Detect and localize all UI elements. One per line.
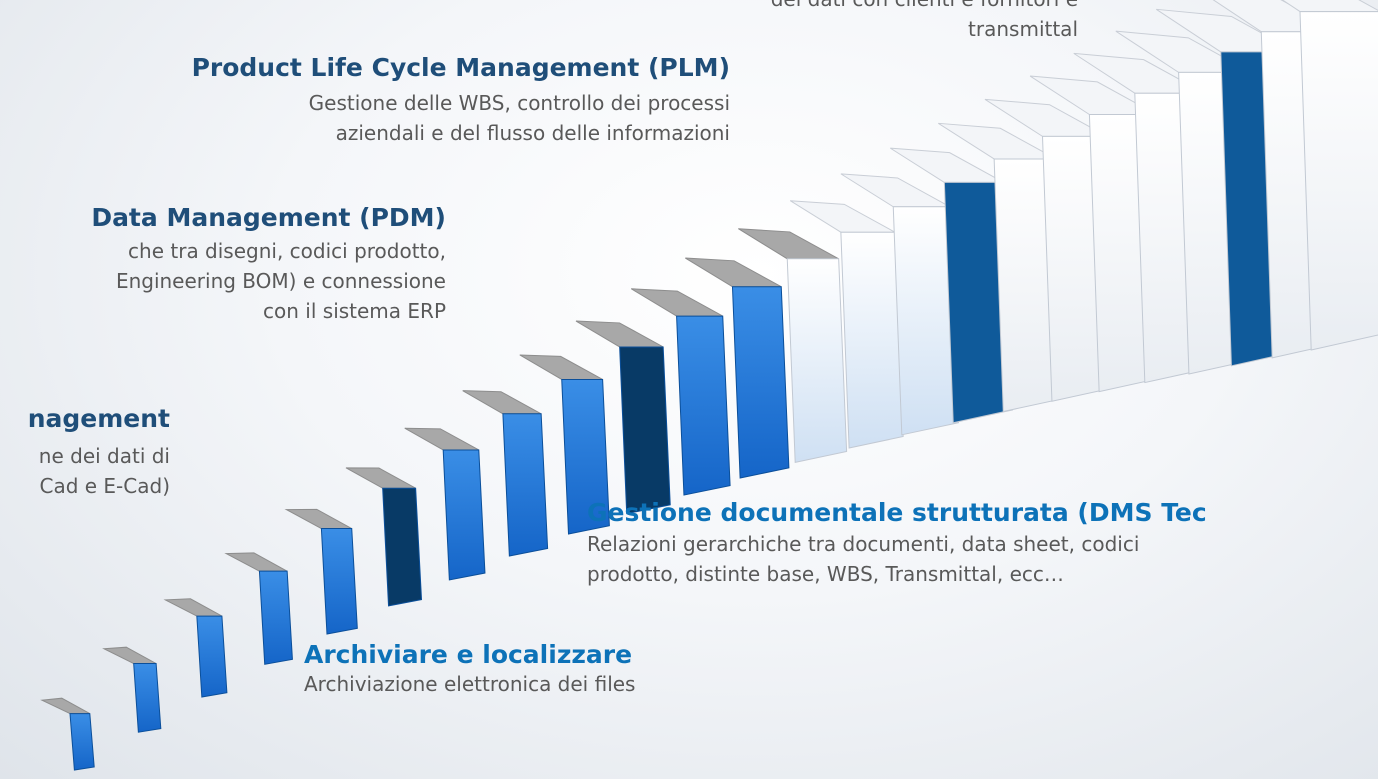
archive-title: Archiviare e localizzare [304, 640, 633, 669]
chevron-front-face [133, 663, 162, 733]
plm-desc-line-2: aziendali e del flusso delle informazion… [335, 121, 730, 145]
chevron-front-face [196, 615, 228, 698]
chevron-front-face [786, 258, 848, 463]
pdm-desc: che tra disegni, codici prodotto, Engine… [91, 236, 446, 326]
plm-desc: Gestione delle WBS, controllo dei proces… [192, 88, 730, 148]
chevron-top-face [840, 173, 951, 208]
chevron-top-face [345, 467, 416, 489]
archive-stage: Archiviare e localizzare Archiviazione e… [304, 640, 635, 699]
chevron-front-face [1299, 11, 1378, 351]
pdm-desc-line-2: Engineering BOM) e connessione [115, 269, 446, 293]
archive-desc-line-1: Archiviazione elettronica dei files [304, 672, 636, 696]
chevron-front-face [442, 449, 486, 581]
pdm-title: Data Management (PDM) [91, 203, 446, 232]
chevron-front-face [258, 570, 293, 665]
chevron-top-face [630, 288, 723, 317]
chevron-top-face [738, 228, 839, 260]
chevron-top-face [404, 427, 480, 451]
dms-desc-line-1: Relazioni gerarchiche tra documenti, dat… [587, 532, 1140, 556]
archive-desc: Archiviazione elettronica dei files [304, 669, 635, 699]
chevron-front-face [731, 286, 790, 479]
dms-desc: Relazioni gerarchiche tra documenti, dat… [587, 529, 1207, 589]
chevron-top-face [224, 552, 288, 572]
top-desc-line-2: transmittal [968, 17, 1078, 41]
cad-title: nagement [27, 404, 170, 433]
chevron-front-face [892, 206, 960, 436]
chevron-front-face [320, 528, 358, 635]
chevron-front-face [69, 713, 95, 771]
chevron-front-face [561, 378, 610, 535]
chevron-top-face [575, 320, 664, 348]
chevron-top-face [519, 354, 603, 380]
dms-stage: Gestione documentale strutturata (DMS Te… [587, 498, 1207, 589]
chevron-top-face [462, 390, 542, 415]
cad-desc: ne dei dati di Cad e E-Cad) [28, 441, 170, 501]
top-desc-line-1: dei dati con clienti e fornitori e [771, 0, 1078, 14]
chevron-front-face [619, 346, 671, 515]
chevron-front-face [382, 487, 423, 607]
chevron-front-face [840, 231, 904, 449]
pdm-stage: Data Management (PDM) che tra disegni, c… [91, 203, 446, 326]
chevron-top-face [102, 646, 157, 665]
pdm-desc-line-1: che tra disegni, codici prodotto, [128, 239, 446, 263]
cad-desc-line-1: ne dei dati di [38, 444, 170, 468]
chevron-top-face [685, 257, 782, 288]
cad-desc-line-2: Cad e E-Cad) [39, 474, 170, 498]
cad-stage: nagement ne dei dati di Cad e E-Cad) [28, 404, 170, 501]
chevron-top-face [163, 598, 223, 617]
dms-title: Gestione documentale strutturata (DMS Te… [587, 498, 1207, 527]
chevron-front-face [502, 413, 549, 557]
plm-stage: Product Life Cycle Management (PLM) Gest… [192, 53, 730, 148]
top-stage-desc: dei dati con clienti e fornitori e trans… [771, 0, 1078, 44]
plm-desc-line-1: Gestione delle WBS, controllo dei proces… [308, 91, 730, 115]
pdm-desc-line-3: con il sistema ERP [263, 299, 446, 323]
chevron-top-face [40, 697, 91, 715]
chevron-top-face [789, 200, 896, 233]
chevron-top-face [284, 508, 352, 530]
dms-desc-line-2: prodotto, distinte base, WBS, Transmitta… [587, 562, 1064, 586]
plm-title: Product Life Cycle Management (PLM) [191, 53, 730, 82]
chevron-front-face [676, 315, 731, 496]
